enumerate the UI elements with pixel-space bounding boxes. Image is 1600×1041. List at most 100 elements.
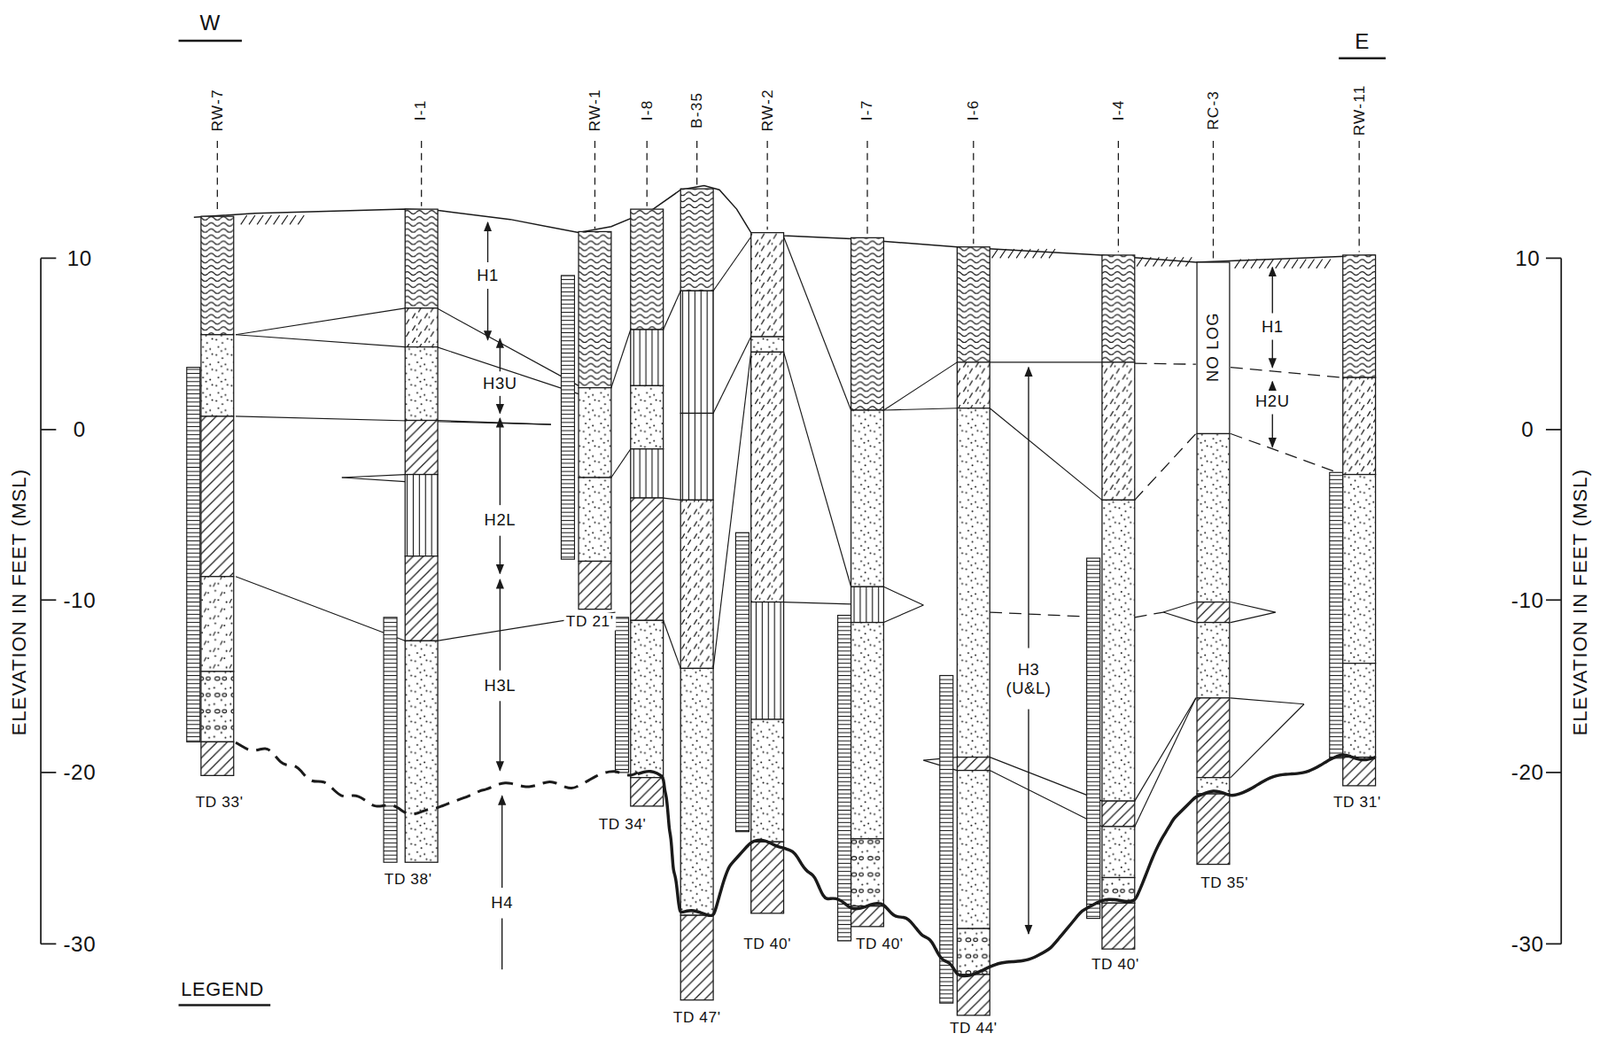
drawing-part — [1250, 259, 1258, 269]
drawing-part — [751, 602, 785, 720]
drawing-part — [851, 838, 885, 907]
drawing-part — [630, 777, 664, 807]
drawing-part — [1136, 256, 1143, 266]
drawing-part — [1272, 414, 1274, 448]
borehole-log — [680, 140, 714, 1001]
drawing-part — [39, 257, 42, 944]
depth-label: TD 40' — [1089, 955, 1142, 973]
drawing-part — [680, 499, 714, 668]
drawing-part — [972, 140, 974, 244]
drawing-part — [404, 209, 438, 309]
drawing-part — [1134, 698, 1197, 801]
drawing-part — [1272, 340, 1274, 368]
borehole-log — [404, 140, 438, 863]
unconformity-line — [637, 754, 1376, 977]
drawing-part — [499, 535, 501, 575]
drawing-part — [956, 757, 990, 771]
drawing-part — [499, 579, 501, 671]
unit-label: H3U — [481, 374, 520, 393]
drawing-part — [289, 215, 296, 225]
drawing-part — [1343, 757, 1376, 786]
drawing-part — [838, 615, 852, 941]
boreholes — [201, 140, 1376, 1016]
drawing-part — [404, 308, 438, 348]
drawing-part — [1134, 612, 1164, 618]
depth-label: TD 47' — [670, 1009, 723, 1026]
drawing-part — [273, 215, 280, 225]
drawing-part — [1560, 257, 1562, 944]
drawing-part — [1102, 902, 1135, 949]
drawing-part — [248, 215, 256, 225]
drawing-part — [1177, 256, 1184, 266]
correlation-lines — [235, 236, 1344, 827]
drawing-part — [1027, 708, 1029, 933]
drawing-part — [851, 410, 885, 587]
well-label: I-6 — [964, 97, 982, 123]
unit-label: H1 — [1259, 317, 1286, 335]
drawing-part — [1272, 381, 1274, 389]
drawing-part — [1102, 826, 1135, 878]
drawing-part — [680, 915, 714, 1001]
drawing-part — [404, 474, 438, 557]
well-label: RW-1 — [586, 86, 604, 134]
drawing-part — [341, 474, 405, 478]
unit-label: H2L — [481, 511, 518, 529]
drawing-part — [1196, 793, 1230, 864]
well-label: I-7 — [859, 97, 877, 123]
drawing-part — [201, 334, 234, 417]
drawing-part — [939, 675, 954, 1003]
drawing-part — [1343, 255, 1376, 378]
borehole-log — [751, 140, 785, 914]
drawing-part — [256, 215, 264, 225]
drawing-part — [1102, 255, 1135, 363]
axis-tick: -30 — [61, 932, 98, 956]
drawing-part — [499, 700, 501, 770]
drawing-part — [1144, 256, 1151, 266]
well-label: RW-11 — [1351, 82, 1368, 138]
drawing-part — [646, 140, 648, 207]
well-label: B-35 — [688, 90, 706, 132]
drawing-part — [1118, 140, 1119, 253]
drawing-part — [1024, 248, 1031, 258]
elevation-axis — [40, 40, 1562, 1005]
unit-label: H3 (U&L) — [997, 660, 1059, 698]
note-label: NO LOG — [1203, 310, 1222, 384]
drawing-part — [578, 231, 612, 388]
drawing-part — [436, 420, 552, 426]
axis-tick: -10 — [1509, 588, 1546, 613]
borehole-log — [201, 140, 234, 776]
drawing-part — [404, 556, 438, 642]
drawing-part — [767, 140, 769, 230]
drawing-part — [487, 222, 489, 263]
well-label: RW-7 — [209, 86, 226, 134]
well-label: I-1 — [411, 97, 429, 123]
drawing-part — [235, 416, 552, 425]
drawing-part — [956, 974, 990, 1016]
drawing-part — [713, 236, 752, 291]
borehole-log — [1102, 140, 1135, 949]
drawing-part — [1134, 363, 1197, 365]
ground-surface — [194, 186, 1376, 263]
unit-label: H1 — [474, 266, 501, 285]
depth-label: TD 44' — [947, 1019, 1000, 1037]
drawing-part — [630, 385, 664, 449]
drawing-part — [1545, 428, 1562, 431]
depth-label: TD 40' — [741, 935, 793, 953]
drawing-part — [40, 428, 56, 431]
drawing-part — [956, 247, 990, 363]
drawing-part — [751, 841, 785, 914]
drawing-part — [883, 408, 957, 411]
drawing-part — [1343, 377, 1376, 474]
drawing-part — [1102, 499, 1135, 801]
drawing-part — [1230, 602, 1276, 614]
drawing-part — [501, 918, 503, 971]
well-label: I-4 — [1110, 97, 1127, 123]
axis-tick: 0 — [1519, 418, 1537, 443]
drawing-part — [499, 338, 501, 372]
axis-tick: -30 — [1509, 932, 1546, 956]
drawing-part — [1230, 612, 1276, 623]
drawing-part — [1040, 248, 1048, 258]
drawing-part — [1212, 140, 1214, 260]
